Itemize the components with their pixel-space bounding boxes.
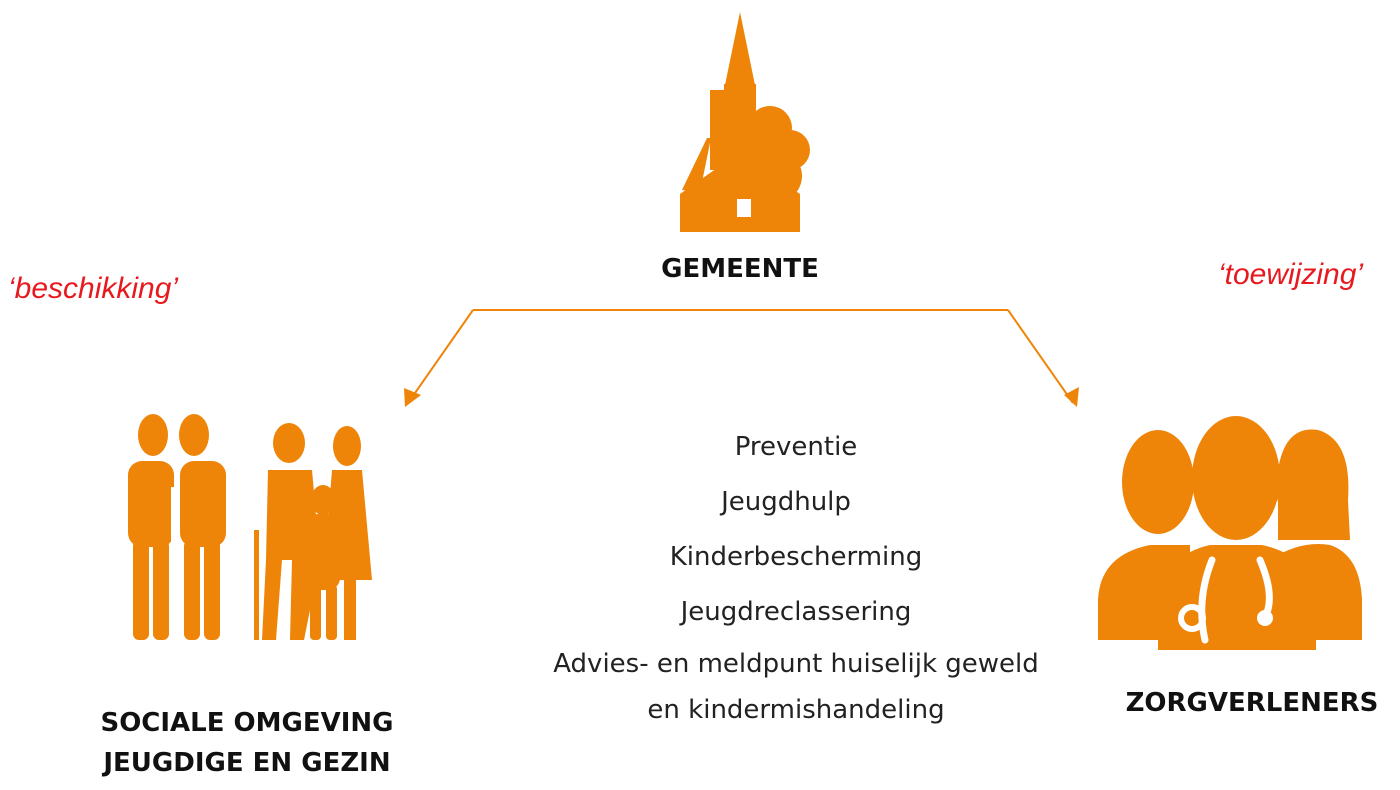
toewijzing-annotation: ‘toewijzing’ (1218, 258, 1364, 291)
care-providers-icon (1098, 416, 1362, 650)
service-item: Jeugdreclassering (680, 597, 912, 627)
arrow-to-zorgverleners (1007, 309, 1074, 404)
arrow-to-sociale-omgeving (407, 309, 1008, 404)
beschikking-annotation: ‘beschikking’ (8, 272, 179, 305)
service-item: en kindermishandeling (647, 695, 945, 725)
service-item: Jeugdhulp (721, 487, 851, 517)
zorgverleners-label: ZORGVERLENERS (1125, 688, 1379, 718)
church-tree-house-icon (680, 12, 810, 232)
gemeente-label: GEMEENTE (661, 254, 819, 284)
service-item: Preventie (734, 432, 858, 462)
sociale-omgeving-label-line2: JEUGDIGE EN GEZIN (103, 748, 391, 778)
arrows (404, 309, 1079, 407)
family-icon (128, 414, 372, 640)
sociale-omgeving-label-line1: SOCIALE OMGEVING (100, 708, 394, 738)
service-item: Kinderbescherming (669, 542, 923, 572)
arrowhead-right (1064, 387, 1079, 407)
service-item: Advies- en meldpunt huiselijk geweld (553, 649, 1039, 679)
arrowhead-left (404, 388, 421, 407)
